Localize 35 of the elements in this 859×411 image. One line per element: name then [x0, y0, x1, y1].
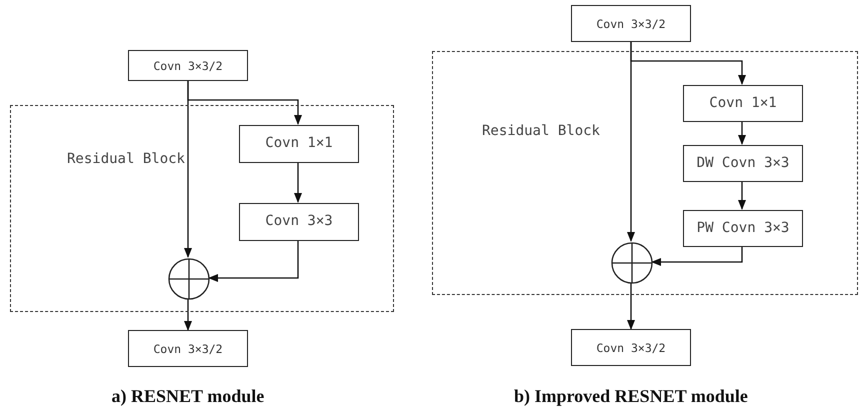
arrow [187, 81, 302, 125]
arrow [630, 42, 746, 85]
sum-circle [168, 258, 210, 300]
arrow [294, 162, 302, 203]
box-label: Covn 3×3/2 [153, 342, 223, 356]
figure-caption: a) RESNET module [112, 386, 264, 407]
process-box [239, 203, 359, 241]
box-label: Covn 3×3 [265, 213, 333, 231]
process-box [571, 329, 691, 366]
residual-block-region [432, 51, 858, 295]
box-label: Covn 1×1 [709, 94, 777, 112]
process-box [683, 210, 803, 247]
box-label: Covn 3×3/2 [153, 58, 223, 72]
arrow [184, 299, 192, 331]
box-label: Covn 1×1 [265, 135, 333, 153]
process-box [571, 5, 691, 42]
block-label: Residual Block [480, 123, 601, 140]
residual-block-region [10, 105, 394, 312]
process-box [683, 145, 803, 182]
arrow [738, 181, 746, 210]
process-box [239, 125, 359, 163]
sum-circle [611, 242, 653, 284]
arrow [738, 121, 746, 145]
arrow [627, 283, 635, 330]
process-box [128, 330, 248, 367]
figure-caption: b) Improved RESNET module [514, 386, 748, 407]
box-label: PW Covn 3×3 [696, 220, 790, 238]
box-label: Covn 3×3/2 [596, 16, 666, 30]
process-box [683, 85, 803, 122]
process-box [128, 50, 248, 81]
block-label: Residual Block [66, 151, 186, 168]
box-label: Covn 3×3/2 [596, 340, 666, 354]
arrow [208, 240, 299, 282]
arrow [651, 246, 743, 266]
box-label: DW Covn 3×3 [696, 154, 790, 172]
